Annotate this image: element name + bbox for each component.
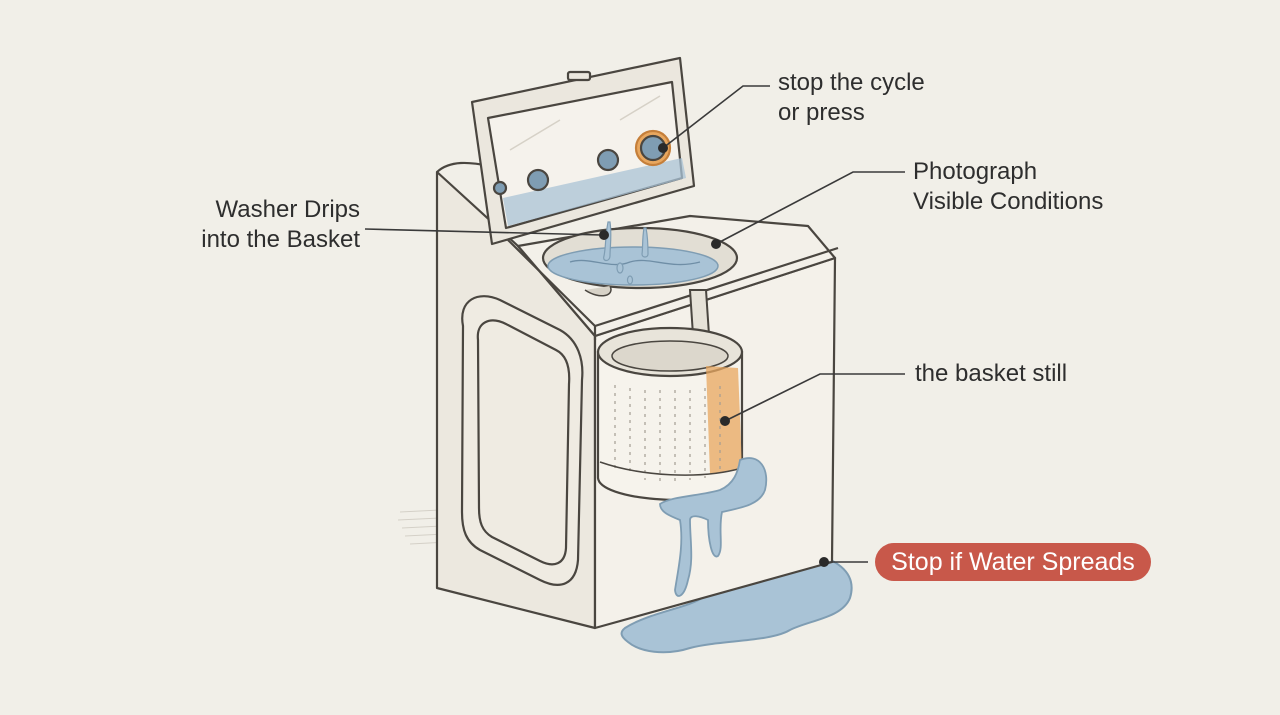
leader-lines bbox=[364, 85, 905, 563]
control-lid bbox=[470, 56, 696, 246]
callout-photograph-line-2: Visible Conditions bbox=[913, 188, 1104, 215]
callout-drips: Washer Drips into the Basket bbox=[201, 195, 360, 255]
callout-photograph-line-1: Photograph bbox=[913, 158, 1038, 185]
callout-stop-cycle-line-2: or press bbox=[778, 99, 865, 126]
callout-basket: the basket still bbox=[915, 359, 1067, 389]
tub-opening bbox=[541, 226, 739, 297]
leader-dots bbox=[599, 143, 829, 567]
warning-badge-label: Stop if Water Spreads bbox=[891, 548, 1135, 576]
callout-photograph: Photograph Visible Conditions bbox=[913, 157, 1103, 217]
inner-basket bbox=[596, 326, 744, 502]
callout-drips-line-1: Washer Drips bbox=[215, 196, 360, 223]
drip-stream bbox=[603, 221, 649, 285]
callout-stop-cycle: stop the cycle or press bbox=[778, 68, 925, 128]
callout-basket-line-1: the basket still bbox=[915, 360, 1068, 387]
leak-flow bbox=[659, 457, 768, 597]
warning-badge: Stop if Water Spreads bbox=[875, 543, 1151, 581]
callout-drips-line-2: into the Basket bbox=[201, 226, 360, 253]
callout-stop-cycle-line-1: stop the cycle bbox=[778, 69, 925, 96]
